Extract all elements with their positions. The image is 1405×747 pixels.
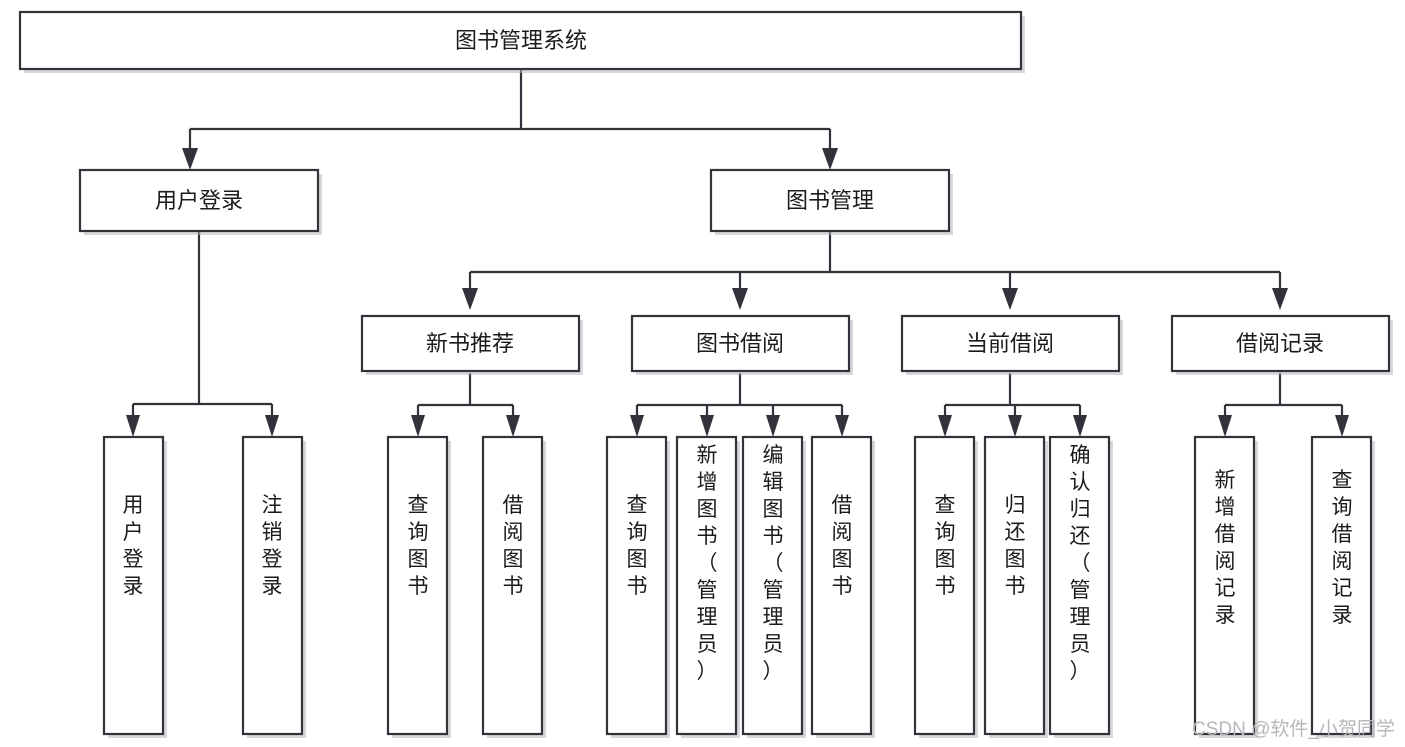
node-book-borrow-label: 图书借阅	[696, 331, 784, 356]
node-leaf-query-book-3[interactable]: 查询图书	[913, 435, 978, 738]
node-leaf-add-record-box	[1193, 435, 1256, 736]
node-borrow-record-label: 借阅记录	[1236, 331, 1324, 356]
node-leaf-query-record-box	[1310, 435, 1373, 736]
node-leaf-confirm-return-box	[1048, 435, 1111, 736]
node-root[interactable]: 图书管理系统	[18, 10, 1025, 73]
node-leaf-edit-book[interactable]: 编辑图书（管理员）	[741, 435, 806, 738]
node-leaf-return-book-box	[983, 435, 1046, 736]
connector-group	[126, 70, 1349, 437]
arrow-head-leaf-add-record	[1218, 415, 1232, 437]
node-borrow-record[interactable]: 借阅记录	[1170, 314, 1393, 375]
arrow-head-leaf-borrow-book-2	[835, 415, 849, 437]
node-user-login-box	[78, 168, 320, 233]
arrow-head-book-borrow	[732, 288, 748, 310]
node-leaf-edit-book-label: 编辑图书（管理员）	[763, 444, 784, 683]
arrow-head-leaf-add-book	[700, 415, 714, 437]
node-leaf-query-book-3-box	[913, 435, 976, 736]
node-leaf-query-book-1-box	[386, 435, 449, 736]
node-book-management[interactable]: 图书管理	[709, 168, 953, 235]
arrow-head-leaf-return-book	[1008, 415, 1022, 437]
node-leaf-user-login[interactable]: 用户登录	[102, 435, 167, 738]
node-book-management-label: 图书管理	[786, 188, 874, 213]
arrow-head-leaf-query-record	[1335, 415, 1349, 437]
node-current-borrow[interactable]: 当前借阅	[900, 314, 1123, 375]
node-leaf-add-book-box	[675, 435, 738, 736]
node-leaf-query-record-label: 查询借阅记录	[1332, 469, 1353, 627]
node-leaf-user-logout-box	[241, 435, 304, 736]
node-leaf-borrow-book-1-box	[481, 435, 544, 736]
node-leaf-confirm-return[interactable]: 确认归还（管理员）	[1048, 435, 1113, 738]
arrow-head-user-login	[182, 148, 198, 170]
arrow-head-current-borrow	[1002, 288, 1018, 310]
node-leaf-add-book-label: 新增图书（管理员）	[697, 444, 718, 683]
node-leaf-return-book-label: 归还图书	[1005, 494, 1026, 598]
node-leaf-borrow-book-2[interactable]: 借阅图书	[810, 435, 875, 738]
arrow-head-leaf-user-logout	[265, 415, 279, 437]
arrow-head-leaf-query-book-1	[411, 415, 425, 437]
node-book-borrow[interactable]: 图书借阅	[630, 314, 853, 375]
node-leaf-user-login-label: 用户登录	[123, 494, 144, 598]
node-borrow-record-box	[1170, 314, 1391, 373]
node-current-borrow-box	[900, 314, 1121, 373]
node-leaf-edit-book-box	[741, 435, 804, 736]
arrow-head-book-management	[822, 148, 838, 170]
node-book-borrow-box	[630, 314, 851, 373]
arrow-head-leaf-edit-book	[766, 415, 780, 437]
node-leaf-borrow-book-2-label: 借阅图书	[832, 494, 853, 598]
node-user-login-label: 用户登录	[155, 188, 243, 213]
node-current-borrow-label: 当前借阅	[966, 331, 1054, 356]
node-book-management-box	[709, 168, 951, 233]
node-leaf-borrow-book-1[interactable]: 借阅图书	[481, 435, 546, 738]
node-leaf-query-book-2-label: 查询图书	[627, 494, 648, 598]
node-new-book-recommend[interactable]: 新书推荐	[360, 314, 583, 375]
node-leaf-query-book-2[interactable]: 查询图书	[605, 435, 670, 738]
node-root-box	[18, 10, 1023, 71]
node-root-label: 图书管理系统	[455, 28, 587, 53]
arrow-head-leaf-user-login	[126, 415, 140, 437]
node-leaf-borrow-book-2-box	[810, 435, 873, 736]
node-leaf-add-book[interactable]: 新增图书（管理员）	[675, 435, 740, 738]
node-leaf-borrow-book-1-label: 借阅图书	[503, 494, 524, 598]
node-leaf-query-book-2-box	[605, 435, 668, 736]
node-new-book-recommend-box	[360, 314, 581, 373]
node-leaf-query-book-3-label: 查询图书	[935, 494, 956, 598]
node-leaf-add-record[interactable]: 新增借阅记录	[1193, 435, 1258, 738]
csdn-watermark: CSDN @软件_小贺同学	[1192, 718, 1395, 740]
arrow-head-leaf-borrow-book-1	[506, 415, 520, 437]
node-leaf-return-book[interactable]: 归还图书	[983, 435, 1048, 738]
node-leaf-query-book-1-label: 查询图书	[408, 494, 429, 598]
node-leaf-user-logout-label: 注销登录	[262, 494, 283, 598]
arrow-head-new-book-recommend	[462, 288, 478, 310]
node-leaf-user-logout[interactable]: 注销登录	[241, 435, 306, 738]
arrow-head-leaf-query-book-3	[938, 415, 952, 437]
arrow-head-leaf-query-book-2	[630, 415, 644, 437]
node-new-book-recommend-label: 新书推荐	[426, 331, 514, 356]
node-leaf-confirm-return-label: 确认归还（管理员）	[1070, 444, 1091, 683]
node-user-login[interactable]: 用户登录	[78, 168, 322, 235]
arrow-head-borrow-record	[1272, 288, 1288, 310]
node-leaf-user-login-box	[102, 435, 165, 736]
node-leaf-query-record[interactable]: 查询借阅记录	[1310, 435, 1375, 738]
node-leaf-query-book-1[interactable]: 查询图书	[386, 435, 451, 738]
node-leaf-add-record-label: 新增借阅记录	[1215, 469, 1236, 627]
arrow-head-leaf-confirm-return	[1073, 415, 1087, 437]
